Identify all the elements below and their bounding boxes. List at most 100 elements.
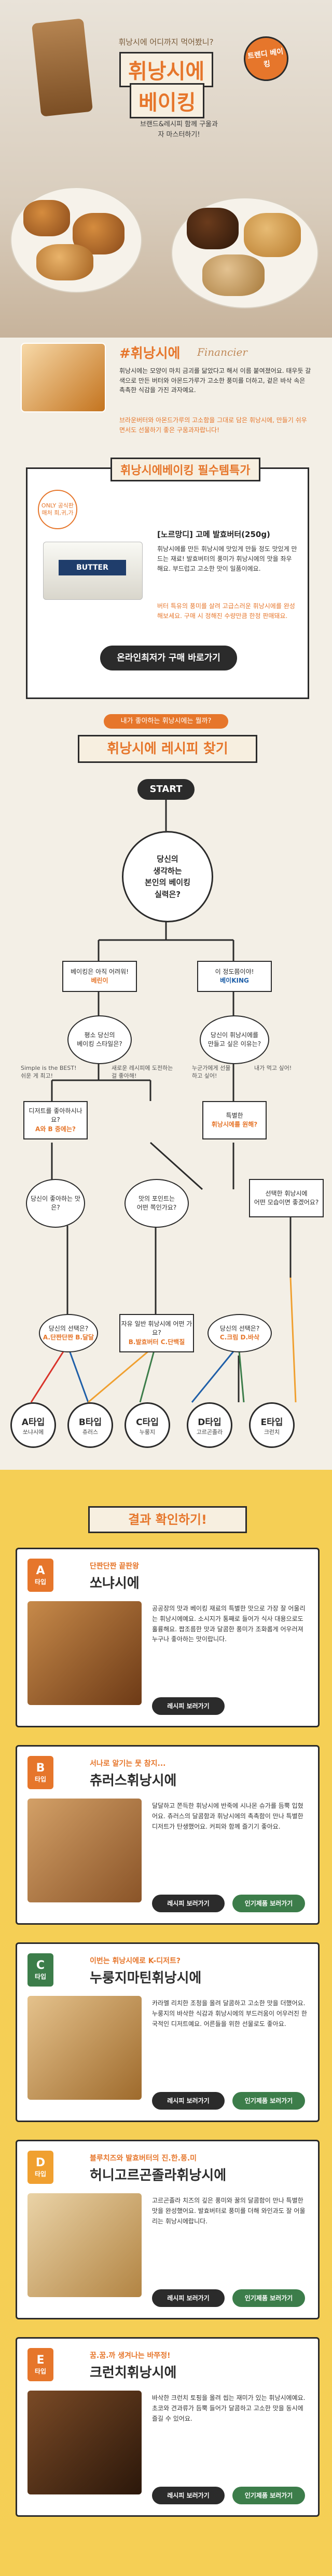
- result-name: 누룽지마틴휘낭시에: [90, 1970, 202, 1986]
- financier-image: [244, 213, 301, 257]
- question-final-a: 당신의 선택은? A.단짠단짠 B.달달: [39, 1314, 98, 1352]
- result-tagline: 서나로 알기는 뭇 참지...: [90, 1760, 166, 1768]
- question-line: 어떤 모습이면 좋겠어요?: [254, 1199, 319, 1206]
- answer-label: 베린이: [91, 977, 108, 984]
- question-mood: 선택한 휘낭시에 어떤 모습이면 좋겠어요?: [249, 1179, 324, 1217]
- type-name: 누룽지: [139, 1428, 156, 1435]
- question-special: 특별한 휘낭시에를 원해?: [202, 1101, 267, 1139]
- type-word: 타입: [34, 1776, 47, 1783]
- question-line: C.크림 D.바삭: [219, 1334, 260, 1341]
- butter-label: BUTTER: [59, 560, 126, 575]
- question-line: 디저트를 좋아하시나요?: [29, 1107, 82, 1124]
- result-description: 공공장의 맛과 베이킹 재료의 특별한 맛으로 가장 잘 어울리는 휘낭시에예요…: [152, 1605, 306, 1643]
- result-photo: [27, 1601, 142, 1705]
- result-name: 츄러스휘낭시에: [90, 1773, 177, 1789]
- question-line: 생각하는: [153, 866, 182, 876]
- question-line: 당신의 선택은?: [219, 1324, 260, 1332]
- type-word: 타입: [34, 2368, 47, 2375]
- question-line: A와 B 중에는?: [35, 1125, 76, 1133]
- type-label: D타입: [198, 1417, 222, 1428]
- hero-title-line1: 휘낭시에: [119, 52, 214, 87]
- answer-text: 이 정도쯤이야!: [215, 968, 254, 975]
- result-description: 카라멜 리치한 조청을 올려 달콤하고 고소한 맛을 더했어요. 누룽지의 바삭…: [152, 2000, 307, 2028]
- product-button[interactable]: 인기제품 보러가기: [232, 1895, 305, 1912]
- result-name: 크런치휘낭시에: [90, 2365, 177, 2381]
- result-tagline: 이번는 휘낭시에로 K-디저트?: [90, 1957, 181, 1965]
- question-line: A.단짠단짠 B.달달: [43, 1334, 94, 1341]
- result-description: 고르곤졸라 치즈의 깊은 풍미와 꿀의 달콤함이 만나 특별한 맛을 완성했어요…: [152, 2197, 306, 2225]
- type-label: B타입: [78, 1417, 102, 1428]
- note-simple: Simple is the BEST! 쉬운 게 최고!: [21, 1065, 77, 1079]
- result-photo: [27, 1799, 142, 1902]
- type-letter: B: [36, 1762, 45, 1775]
- trendy-badge: 트렌디 베이킹: [241, 33, 292, 84]
- result-tagline: 꿈.꿈.까 생겨나는 바쭈정!: [90, 2352, 171, 2360]
- question-dessert: 디저트를 좋아하시나요? A와 B 중에는?: [23, 1101, 88, 1139]
- financier-image: [36, 244, 93, 280]
- start-button[interactable]: START: [137, 779, 195, 800]
- question-final-c: 당신의 선택은? C.크림 D.바삭: [208, 1314, 272, 1352]
- financier-image: [202, 254, 265, 296]
- recipe-button[interactable]: 레시피 보러가기: [152, 1697, 225, 1715]
- type-word: 타입: [34, 1973, 47, 1980]
- product-button[interactable]: 인기제품 보러가기: [232, 2487, 305, 2504]
- financier-image: [187, 208, 239, 249]
- note-new: 새로운 레시피에 도전하는 걸 좋아해!: [112, 1065, 173, 1079]
- financier-photo: [21, 343, 106, 412]
- question-line: 평소 당신의: [84, 1031, 115, 1039]
- product-name: [노르망디] 고메 발효버터(250g): [157, 530, 270, 539]
- type-label: A타입: [21, 1417, 45, 1428]
- type-name: 쏘냐시에: [22, 1428, 44, 1435]
- question-line: B.발효버터 C.단백질: [128, 1338, 185, 1346]
- recipe-button[interactable]: 레시피 보러가기: [152, 1895, 225, 1912]
- question-reason: 당신이 휘낭시에를 만들고 싶은 이유는?: [200, 1015, 269, 1064]
- churros-cup-image: [31, 18, 93, 117]
- type-d[interactable]: D타입 고르곤졸라: [187, 1402, 232, 1448]
- recipe-button[interactable]: 레시피 보러가기: [152, 2487, 225, 2504]
- question-skill: 당신의 생각하는 본인의 베이킹 실력은?: [122, 831, 213, 922]
- question-line: 선택한 휘낭시에: [265, 1189, 308, 1197]
- intro-script: Financier: [197, 346, 247, 358]
- type-word: 타입: [34, 1578, 47, 1586]
- result-description: 달달하고 쫀득한 휘낭시에 반죽에 시나몬 슈가를 듬뿍 입혔어요. 츄러스의 …: [152, 1802, 303, 1830]
- question-line: 당신의 선택은?: [48, 1324, 89, 1332]
- type-a[interactable]: A타입 쏘냐시에: [10, 1402, 56, 1448]
- intro-body: 휘낭시에는 모양이 마치 금괴를 닮았다고 해서 이름 붙여졌어요. 태우듯 갈…: [119, 367, 311, 394]
- question-line: 맛의 포인트는: [138, 1195, 175, 1202]
- only-badge: ONLY 공식판매처 희,귀,가: [38, 490, 77, 529]
- type-letter: E: [36, 2354, 45, 2367]
- note-gift: 누군가에게 선물하고 싶어!: [192, 1065, 231, 1079]
- type-name: 크런치: [264, 1428, 280, 1435]
- answer-beginner[interactable]: 베이킹은 아직 어려워! 베린이: [62, 961, 137, 992]
- question-line: 당신이 좋아하는 맛은?: [31, 1195, 80, 1211]
- product-button[interactable]: 인기제품 보러가기: [232, 2092, 305, 2110]
- recipe-button[interactable]: 레시피 보러가기: [152, 2092, 225, 2110]
- type-e[interactable]: E타입 크런치: [249, 1402, 295, 1448]
- type-letter: D: [35, 2156, 46, 2169]
- result-name: 쏘냐시에: [90, 1576, 140, 1591]
- buy-button[interactable]: 온라인최저가 구매 바로가기: [100, 646, 237, 670]
- question-line: 자유 일반 휘낭시에 어떤 가요?: [121, 1320, 192, 1337]
- question-style: 평소 당신의 베이킹 스타일은?: [67, 1015, 132, 1064]
- hero-title-line2: 베이킹: [130, 83, 205, 118]
- intro-hashtag: #휘낭시에: [119, 346, 181, 361]
- type-b[interactable]: B타입 츄러스: [67, 1402, 113, 1448]
- question-line: 본인의 베이킹: [144, 878, 191, 887]
- must-item-section: 휘낭시에베이킹 필수템특가 ONLY 공식판매처 희,귀,가 BUTTER [노…: [26, 458, 309, 699]
- type-label: E타입: [260, 1417, 283, 1428]
- recipe-kicker: 내가 좋아하는 휘낭시에는 뭘까?: [104, 714, 228, 729]
- answer-expert[interactable]: 이 정도쯤이야! 베이KING: [197, 961, 272, 992]
- question-line: 어떤 쪽인가요?: [136, 1204, 177, 1211]
- type-name: 고르곤졸라: [196, 1428, 223, 1435]
- result-tagline: 블루치즈와 발효버터의 진.한.풍.미: [90, 2154, 197, 2163]
- recipe-button[interactable]: 레시피 보러가기: [152, 2289, 225, 2307]
- type-c[interactable]: C타입 누룽지: [125, 1402, 170, 1448]
- product-button[interactable]: 인기제품 보러가기: [232, 2289, 305, 2307]
- result-photo: [27, 2193, 142, 2297]
